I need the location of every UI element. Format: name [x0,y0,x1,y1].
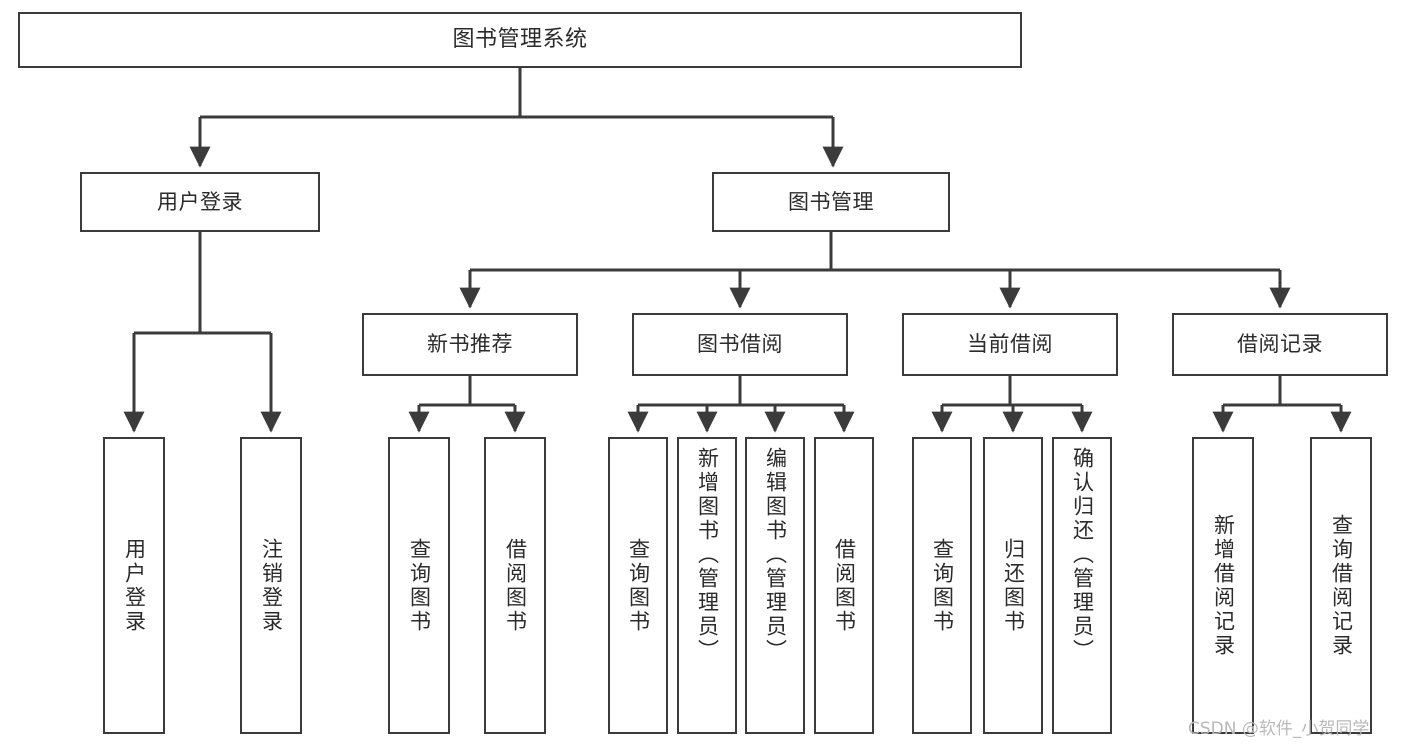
leaf-borrow-book-label: 借阅图书 [832,537,857,634]
node-book-borrow[interactable]: 图书借阅 [632,313,848,376]
node-book-management-label: 图书管理 [788,189,874,214]
leaf-query-book-recommend-label: 查询图书 [407,537,432,634]
csdn-watermark: CSDN @软件_小贺同学 [1188,719,1370,739]
leaf-query-book-label: 查询图书 [626,537,651,634]
node-new-book-recommend[interactable]: 新书推荐 [362,313,578,376]
leaf-confirm-return-admin[interactable]: 确认归还（管理员） [1052,437,1112,734]
node-user-login[interactable]: 用户登录 [80,172,320,232]
leaf-logout[interactable]: 注销登录 [240,437,302,734]
leaf-add-book-admin-label: 新增图书（管理员） [695,447,720,663]
node-root[interactable]: 图书管理系统 [18,12,1022,68]
node-current-borrow[interactable]: 当前借阅 [902,313,1118,376]
node-book-management[interactable]: 图书管理 [712,172,950,232]
node-book-borrow-label: 图书借阅 [697,332,783,357]
leaf-edit-book-admin-label: 编辑图书（管理员） [763,447,788,663]
node-root-label: 图书管理系统 [452,27,588,53]
node-borrow-record-label: 借阅记录 [1237,332,1323,357]
node-borrow-record[interactable]: 借阅记录 [1172,313,1388,376]
leaf-user-login-label: 用户登录 [122,537,147,634]
leaf-logout-label: 注销登录 [259,537,284,634]
leaf-add-book-admin[interactable]: 新增图书（管理员） [677,437,737,734]
leaf-return-book[interactable]: 归还图书 [983,437,1043,734]
leaf-query-borrow-record-label: 查询借阅记录 [1329,513,1354,658]
node-new-book-recommend-label: 新书推荐 [427,332,513,357]
leaf-add-borrow-record[interactable]: 新增借阅记录 [1192,437,1254,734]
leaf-user-login[interactable]: 用户登录 [103,437,165,734]
leaf-confirm-return-admin-label: 确认归还（管理员） [1070,447,1095,663]
leaf-query-book-current-label: 查询图书 [930,537,955,634]
leaf-query-borrow-record[interactable]: 查询借阅记录 [1310,437,1372,734]
leaf-add-borrow-record-label: 新增借阅记录 [1211,513,1236,658]
leaf-return-book-label: 归还图书 [1001,537,1026,634]
leaf-query-book-recommend[interactable]: 查询图书 [388,437,450,734]
leaf-query-book[interactable]: 查询图书 [608,437,668,734]
leaf-borrow-book-recommend[interactable]: 借阅图书 [484,437,546,734]
node-user-login-label: 用户登录 [157,189,243,214]
leaf-borrow-book-recommend-label: 借阅图书 [503,537,528,634]
leaf-query-book-current[interactable]: 查询图书 [912,437,972,734]
node-current-borrow-label: 当前借阅 [967,332,1053,357]
leaf-borrow-book[interactable]: 借阅图书 [814,437,874,734]
leaf-edit-book-admin[interactable]: 编辑图书（管理员） [745,437,805,734]
